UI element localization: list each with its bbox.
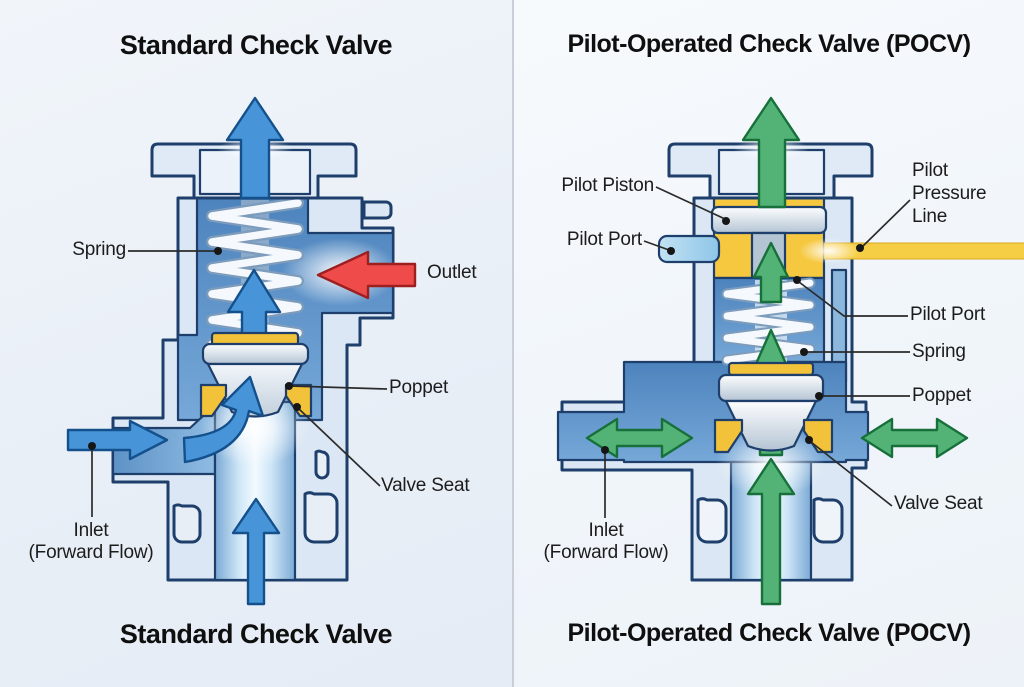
leader-lines — [88, 247, 388, 517]
poppet-disc — [201, 342, 310, 366]
poppet-disc — [717, 373, 825, 403]
pilot-piston-label: Pilot Piston — [561, 175, 654, 196]
standard-check-valve-drawing — [66, 96, 417, 606]
bidirectional-arrow-right — [860, 417, 969, 459]
outlet-label: Outlet — [427, 262, 477, 283]
inlet-label-line2: (Forward Flow) — [28, 542, 154, 563]
top-outflow-arrow — [225, 96, 285, 200]
pilot-port-right-label: Pilot Port — [910, 304, 986, 325]
leader-lines — [601, 186, 911, 518]
inlet-label-line1: Inlet — [73, 520, 109, 541]
pocv-drawing — [556, 96, 1024, 606]
left-panel-title: Standard Check Valve — [119, 30, 393, 60]
pilot-pressure-line — [799, 238, 1024, 264]
pocv-panel: Pilot-Operated Check Valve (POCV) Pilot … — [512, 0, 1024, 687]
piston-lift-arrow — [752, 241, 790, 304]
valve-seats — [713, 418, 834, 454]
pilot-pressure-line-label-3: Line — [912, 206, 948, 227]
poppet — [717, 361, 825, 452]
inlet-label-line2: (Forward Flow) — [543, 542, 669, 563]
pilot-section — [710, 196, 848, 384]
pilot-pressure-line-label-2: Pressure — [912, 183, 987, 204]
left-panel-caption: Standard Check Valve — [119, 619, 393, 649]
right-panel-title: Pilot-Operated Check Valve (POCV) — [567, 30, 971, 58]
poppet-seal-band — [727, 361, 815, 377]
valve-seat-label: Valve Seat — [894, 493, 983, 514]
valve-seat-label: Valve Seat — [381, 475, 470, 496]
poppet-cone — [724, 399, 818, 452]
spring-label: Spring — [912, 341, 966, 362]
valve-seat-left — [199, 383, 228, 418]
valve-seat-left — [713, 418, 744, 454]
standard-check-valve-panel: Standard Check Valve Spring Outlet Poppe… — [0, 0, 512, 687]
right-panel-caption: Pilot-Operated Check Valve (POCV) — [567, 619, 971, 647]
inlet-label-line1: Inlet — [588, 520, 624, 541]
turning-flow-arrow — [182, 375, 265, 464]
top-outflow-arrow — [741, 96, 801, 209]
poppet-label: Poppet — [389, 377, 449, 398]
poppet-label: Poppet — [912, 385, 972, 406]
outlet-blocked-arrow — [316, 250, 417, 300]
bidirectional-arrow-left — [585, 417, 694, 459]
flow-arrows — [585, 241, 969, 606]
bottom-flow-arrow — [231, 497, 281, 606]
bottom-flow-arrow — [746, 457, 796, 606]
spring — [721, 277, 816, 366]
pilot-port-stub — [657, 234, 721, 264]
pilot-port-left-label: Pilot Port — [566, 229, 642, 250]
pilot-pressure-line-label-1: Pilot — [912, 160, 948, 181]
spring-label: Spring — [72, 239, 126, 260]
